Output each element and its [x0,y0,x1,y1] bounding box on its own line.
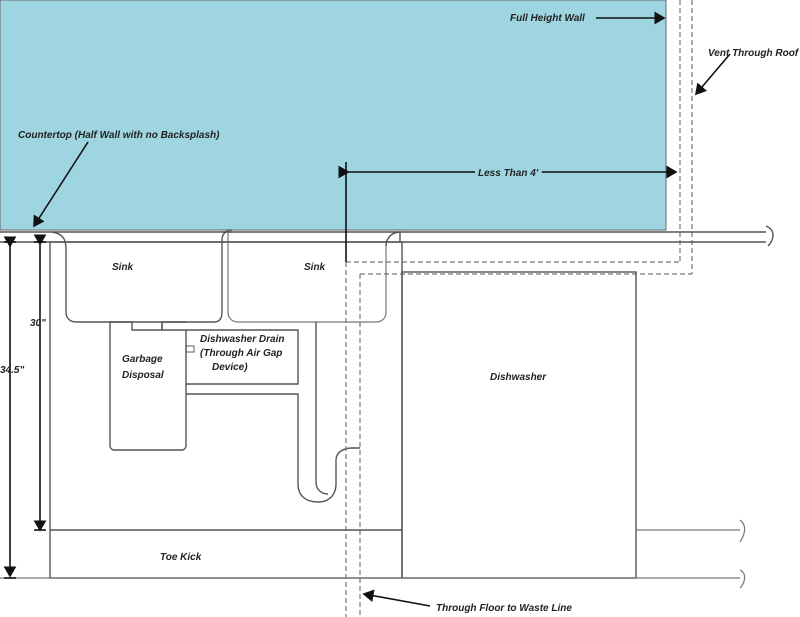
countertop-label: Countertop (Half Wall with no Backsplash… [18,130,220,141]
sink-right-label: Sink [304,262,326,273]
sink-left-label: Sink [112,262,134,273]
vent-arrow [694,53,731,96]
through-floor-label: Through Floor to Waste Line [436,603,572,614]
vent-through-roof-label: Vent Through Roof [708,48,800,59]
sink-right-basin [385,231,401,247]
drain-to-floor [345,262,361,617]
full-height-wall [0,0,667,231]
dishwasher-unit [401,271,637,579]
dishwasher-drain-label-3: Device) [212,362,248,373]
dishwasher-label: Dishwasher [490,372,547,383]
dishwasher-drain-label-2: (Through Air Gap [200,348,282,359]
garbage-disposal-label-1: Garbage [122,354,163,365]
toe-kick-label: Toe Kick [160,552,202,563]
sink-left-basin [51,229,233,323]
dim-34-5-label: 34.5" [0,365,24,376]
dim-30-label: 30" [30,318,46,329]
garbage-disposal-label-2: Disposal [122,370,164,381]
full-height-wall-label: Full Height Wall [510,13,585,24]
cabinet [49,241,403,579]
garbage-disposal [109,321,195,451]
less-than-4-label-bg [475,167,542,180]
dishwasher-drain-label-1: Dishwasher Drain [200,334,284,345]
less-than-4-label: Less Than 4' [478,168,539,179]
countertop-arrow [33,141,89,228]
through-floor-arrow [362,589,431,607]
dimension-34-5 [3,236,17,579]
floor-lines [0,519,746,589]
dishwasher-drain-box [161,322,360,503]
dimension-30 [33,234,47,532]
sink-left-inner [227,230,401,323]
